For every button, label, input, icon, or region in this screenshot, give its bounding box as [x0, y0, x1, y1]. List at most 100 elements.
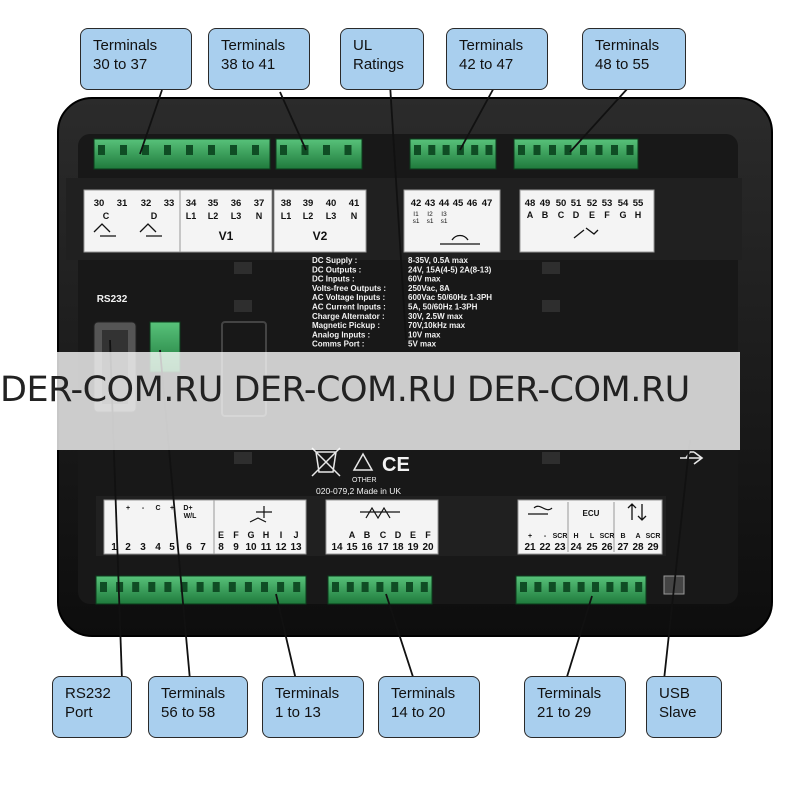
pin-slot [332, 582, 339, 592]
rating-value: 5V max [408, 340, 437, 349]
callout-line: 42 to 47 [459, 56, 514, 73]
terminal-letter: D [151, 211, 158, 221]
terminal-sign: SCR [553, 533, 568, 540]
rating-key: Magnetic Pickup : [312, 321, 380, 330]
terminal-sign: H [573, 533, 578, 540]
terminal-number: 38 [281, 198, 292, 209]
phase-label: N [351, 211, 358, 221]
pin-slot [442, 145, 450, 155]
ct-label: s1 [413, 218, 420, 225]
pin-slot [148, 582, 156, 592]
terminal-number: 49 [540, 198, 551, 209]
pin-slot [471, 145, 479, 155]
terminal-number: 28 [632, 542, 644, 553]
leader-48-55 [569, 87, 629, 153]
leader-ul [389, 83, 407, 341]
terminal-letter: B [364, 530, 371, 540]
pin-slot [196, 582, 204, 592]
rating-key: Comms Port : [312, 340, 364, 349]
panel-vents [234, 262, 560, 464]
terminal-letter: D [395, 530, 402, 540]
switch-symbol [573, 227, 599, 239]
rating-value: 600Vac 50/60Hz 1-3PH [408, 293, 492, 302]
terminal-number: 17 [377, 542, 389, 553]
terminal-number: 26 [601, 542, 613, 553]
label-box-8-13 [213, 499, 307, 555]
pin-slot [120, 145, 127, 155]
relay-symbol-c [93, 223, 116, 237]
pin-slot [100, 582, 107, 592]
pin-slot [592, 582, 599, 592]
terminal-sign: W/L [184, 513, 198, 520]
pin-slot [420, 582, 428, 592]
v1-title: V1 [219, 229, 234, 243]
rating-value: 24V, 15A(4-5) 2A(8-13) [408, 265, 492, 274]
terminal-sign: + [126, 505, 130, 512]
ecu-label: ECU [583, 509, 600, 518]
pin-slot [344, 145, 352, 155]
pin-slot [186, 145, 193, 155]
terminal-letter: J [293, 530, 298, 540]
pin-slot [626, 145, 634, 155]
terminal-sign: L [590, 533, 595, 540]
terminal-number: 50 [556, 198, 567, 209]
terminal-number: 16 [361, 542, 373, 553]
pin-slot [391, 582, 399, 592]
pin-slot [164, 582, 172, 592]
terminal-number: 55 [633, 198, 644, 209]
terminal-number: 6 [186, 542, 192, 553]
terminal-number: 48 [525, 198, 536, 209]
label-box-v2 [273, 189, 367, 253]
callout-line: UL [353, 37, 373, 54]
pin-slot [98, 145, 105, 155]
terminal-number: 20 [422, 542, 434, 553]
phase-label: L1 [281, 211, 292, 221]
callout-line: 38 to 41 [221, 56, 276, 73]
input-letter: C [558, 210, 565, 220]
terminal-number: 29 [647, 542, 659, 553]
terminal-number: 1 [111, 542, 117, 553]
terminal-number: 32 [141, 198, 152, 209]
vent-slot [542, 452, 560, 464]
pin-slot [635, 582, 643, 592]
input-letter: D [573, 210, 580, 220]
terminal-number: 11 [261, 542, 272, 553]
rating-value: 10V max [408, 330, 441, 339]
input-letter: B [542, 210, 549, 220]
pin-slot [534, 582, 542, 592]
rating-key: AC Current Inputs : [312, 303, 386, 312]
pin-slot [293, 582, 301, 592]
input-letter: E [589, 210, 595, 220]
leader-14-20 [385, 593, 415, 681]
terminal-sign: - [142, 505, 145, 512]
terminal-number: 19 [407, 542, 419, 553]
pickup-symbol [528, 505, 553, 515]
terminal-sign: + [528, 533, 532, 540]
rating-value: 30V, 2.5W max [408, 312, 463, 321]
phase-label: N [256, 211, 263, 221]
rating-key: DC Supply : [312, 256, 357, 265]
terminal-sign: SCR [646, 533, 661, 540]
terminal-number: 40 [326, 198, 337, 209]
pin-slot [406, 582, 413, 592]
watermark-band: DER-COM.RU DER-COM.RU DER-COM.RU [0, 352, 740, 450]
callout-line: Terminals [459, 37, 524, 54]
pin-slot [164, 145, 171, 155]
vent-slot [234, 262, 252, 274]
callout-line: Terminals [275, 685, 340, 702]
rating-key: Charge Alternator : [312, 312, 385, 321]
leader-21-29 [565, 595, 593, 681]
callout-line: Terminals [93, 37, 158, 54]
usb-icon [680, 451, 704, 465]
callout-line: Terminals [537, 685, 602, 702]
terminal-sign: - [544, 533, 547, 540]
sensor-symbol [249, 506, 272, 523]
pin-slot [533, 145, 541, 155]
vent-slot [542, 262, 560, 274]
